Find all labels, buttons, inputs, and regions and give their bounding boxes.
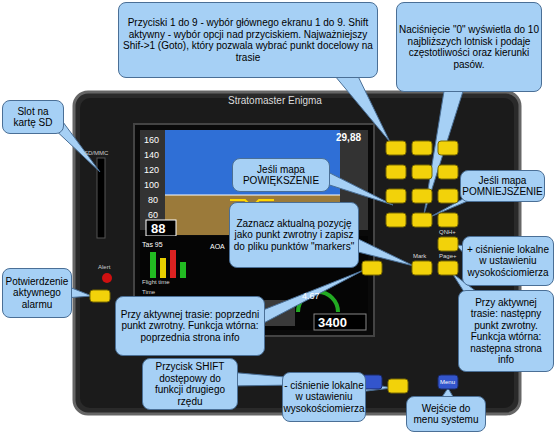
device-label: Time: [142, 289, 155, 295]
device-label: SD/MMC: [84, 150, 108, 156]
callout-bubble: Przycisk SHIFT dostępowy do funkcji drug…: [142, 358, 238, 410]
device-label: 100: [144, 181, 159, 190]
device-label: Tas 95: [142, 241, 163, 248]
device-label: 160: [144, 136, 159, 145]
key-button: [438, 189, 458, 203]
key-button: [386, 141, 406, 155]
device-label: Flight time: [142, 279, 170, 285]
ack-button: [90, 290, 110, 302]
callout-text: Przy aktywnej trasie: następny punkt zwr…: [461, 297, 551, 366]
callout-text: Potwierdzenie aktywnego alarmu: [5, 276, 69, 311]
callout-tail: [258, 270, 364, 326]
callout-bubble: Slot na kartę SD: [2, 100, 64, 134]
key-button: [412, 189, 432, 203]
callout-bubble: Wejście do menu systemu: [406, 396, 486, 432]
key-button: [412, 141, 432, 155]
alert-light: [102, 273, 112, 283]
callout-bubble: Przyciski 1 do 9 - wybór głównego ekranu…: [118, 2, 378, 78]
callout-tail: [330, 70, 390, 142]
key-button: [386, 213, 406, 227]
device-label: 88: [151, 222, 165, 235]
device-label: Mark: [413, 253, 426, 259]
callout-text: + ciśnienie lokalne w ustawieniu wysokoś…: [465, 244, 551, 279]
device-label: 3400: [318, 316, 347, 329]
device-label: Stratomaster Enigma: [228, 96, 322, 106]
key-button: [438, 213, 458, 227]
callout-tail: [350, 235, 414, 266]
callout-bubble: - ciśnienie lokalne w ustawieniu wysokoś…: [282, 372, 366, 422]
callout-text: Slot na kartę SD: [5, 106, 61, 129]
key-button: [412, 213, 432, 227]
device-label: 4.67: [302, 292, 320, 301]
key-button: [412, 261, 432, 275]
key-button: [386, 165, 406, 179]
attitude-sky: [165, 130, 340, 195]
callout-bubble: Potwierdzenie aktywnego alarmu: [2, 268, 72, 318]
device-label: 80: [148, 196, 158, 205]
horizon-line: [165, 195, 340, 196]
callout-text: Przyciski 1 do 9 - wybór głównego ekranu…: [121, 17, 375, 63]
key-button: [362, 261, 382, 275]
callout-text: - ciśnienie lokalne w ustawieniu wysokoś…: [283, 380, 364, 415]
engine-bar: [180, 262, 186, 278]
key-button: [386, 189, 406, 203]
callout-bubble: Naciśnięcie "0" wyświetla do 10 najbliżs…: [396, 2, 542, 92]
key-button: [438, 165, 458, 179]
device-label: Alert: [98, 264, 110, 270]
key-button: [438, 141, 458, 155]
key-button: [388, 379, 408, 393]
callout-tails: [50, 70, 485, 400]
callout-text: Naciśnięcie "0" wyświetla do 10 najbliżs…: [399, 24, 539, 70]
keypad: [362, 141, 458, 393]
callout-bubble: + ciśnienie lokalne w ustawieniu wysokoś…: [462, 236, 554, 286]
callout-text: Wejście do menu systemu: [409, 403, 483, 426]
device-label: Page+: [439, 253, 457, 259]
device-label: 60: [148, 211, 158, 220]
callout-tail: [320, 168, 393, 205]
callout-bubble: Przy aktywnej trasie: poprzedni punkt zw…: [115, 296, 265, 356]
callout-text: Zaznacz aktualną pozycję jako punkt zwro…: [232, 218, 356, 253]
device-label: 120: [144, 166, 159, 175]
speed-box: [146, 220, 176, 236]
device-bezel: [74, 92, 520, 414]
speed-tape: [140, 130, 165, 230]
altitude-box: [314, 314, 366, 330]
callout-text: Jeśli mapa POWIĘKSZENIE: [235, 164, 327, 187]
menu-button: [438, 375, 458, 389]
callout-text: Przy aktywnej trasie: poprzedni punkt zw…: [118, 309, 262, 344]
device-label: 140: [144, 151, 159, 160]
callout-bubble: Jeśli mapa POWIĘKSZENIE: [232, 158, 330, 192]
engine-bar: [150, 252, 156, 278]
device-label: QNH+: [439, 229, 456, 235]
key-button: [412, 165, 432, 179]
device-label: 29,88: [336, 133, 361, 143]
callout-bubble: Zaznacz aktualną pozycję jako punkt zwro…: [229, 202, 359, 268]
device-label: Menu: [440, 379, 455, 385]
key-button: [438, 261, 458, 275]
key-button: [438, 237, 458, 251]
callout-text: Jeśli mapa POMNIEJSZENIE: [462, 175, 543, 198]
device-label: AOA: [210, 243, 225, 250]
engine-bar: [160, 258, 166, 278]
engine-bar: [170, 250, 176, 278]
callout-bubble: Jeśli mapa POMNIEJSZENIE: [460, 170, 545, 202]
blue-keys: [362, 375, 458, 389]
callout-bubble: Przy aktywnej trasie: następny punkt zwr…: [458, 290, 554, 372]
callout-text: Przycisk SHIFT dostępowy do funkcji drug…: [145, 361, 235, 407]
